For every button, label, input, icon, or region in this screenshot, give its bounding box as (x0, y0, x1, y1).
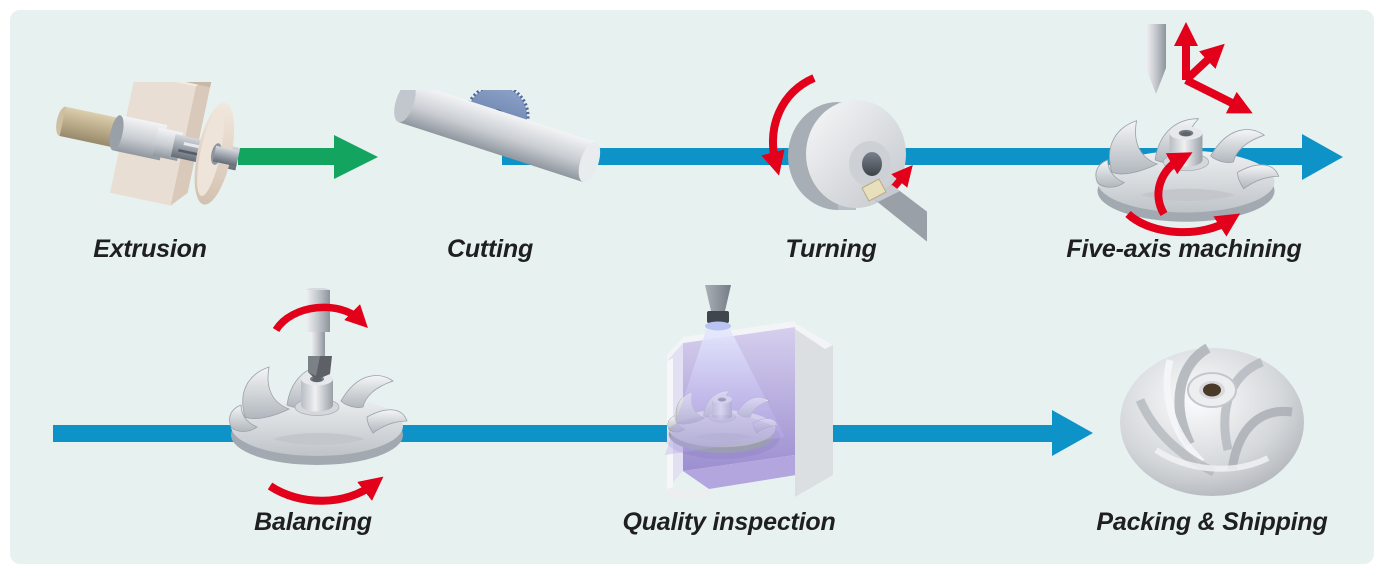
extrusion-illustration (56, 82, 241, 206)
step-label-five-axis-machining: Five-axis machining (1066, 235, 1302, 263)
step-label-turning: Turning (785, 235, 877, 263)
step-label-cutting: Cutting (446, 235, 534, 263)
step-label-balancing: Balancing (254, 508, 372, 536)
process-diagram-panel: Extrusion Cutting Turning Five-axis mach… (10, 10, 1374, 564)
quality-inspection-illustration (664, 285, 833, 497)
balancing-illustration (228, 288, 408, 505)
flow-arrow-row2-head (1052, 410, 1093, 456)
step-label-extrusion: Extrusion (93, 235, 207, 263)
turning-illustration (761, 74, 927, 242)
five-axis-machining-illustration (1095, 22, 1280, 237)
start-flow-arrow-head (334, 135, 378, 179)
flow-arrow-row2-shaft (53, 425, 1052, 442)
cutting-illustration (394, 90, 601, 183)
packing-shipping-illustration (1120, 343, 1304, 496)
start-flow-arrow-shaft (238, 148, 334, 165)
flow-arrow-row1-head (1302, 134, 1343, 180)
step-label-quality-inspection: Quality inspection (622, 508, 836, 536)
step-label-packing-shipping: Packing & Shipping (1096, 508, 1328, 536)
